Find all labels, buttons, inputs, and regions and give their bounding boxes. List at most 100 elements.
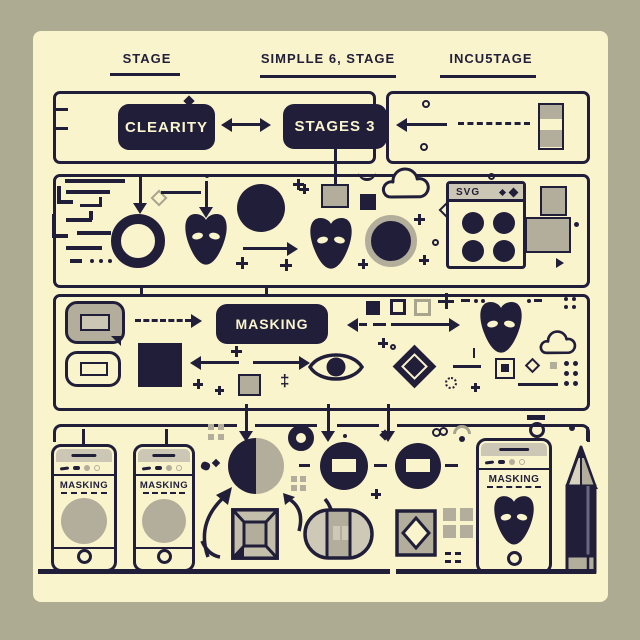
filled-circle-icon <box>237 184 285 232</box>
rail-line <box>397 424 573 427</box>
gray-rect-icon <box>540 186 567 216</box>
square-in-square-icon <box>495 358 515 379</box>
arrowhead-right-icon <box>191 314 202 328</box>
plus-icon <box>280 259 292 271</box>
decor-dot <box>481 299 485 303</box>
arrowhead-down-icon <box>321 431 335 442</box>
decor-dot <box>573 381 578 386</box>
blob-icon <box>155 466 162 470</box>
decor-tick <box>56 127 68 130</box>
node-stages-3: STAGES 3 <box>283 104 387 149</box>
triangle-icon <box>556 258 564 268</box>
decor-dash <box>445 552 451 555</box>
decor-dot <box>205 174 209 178</box>
down-arrow <box>139 177 142 203</box>
decor-tick <box>56 108 68 111</box>
node-masking: MASKING <box>216 304 328 344</box>
node-clearity: CLEARITY <box>118 104 215 150</box>
gray-dot-icon <box>208 424 214 430</box>
arrowhead-right-icon <box>260 118 271 132</box>
decor-dash <box>455 552 461 555</box>
decor-dot <box>564 297 568 301</box>
decor-line <box>66 246 102 250</box>
dot-icon <box>84 465 90 471</box>
decor-line <box>57 186 61 204</box>
decor-dash <box>455 560 461 563</box>
small-circle-icon <box>390 344 396 350</box>
plus-icon <box>378 338 388 348</box>
decor-line <box>66 218 92 222</box>
double-arrow <box>199 361 239 364</box>
decor-dot <box>569 425 575 431</box>
decor-line <box>57 200 73 204</box>
decor-tick <box>586 427 589 441</box>
crosshair-icon <box>438 293 454 309</box>
ring-icon <box>111 214 165 268</box>
camera-lens-icon <box>529 422 545 438</box>
decor-dot <box>573 361 578 366</box>
home-button-icon <box>76 549 92 564</box>
gray-rect-icon <box>525 217 571 253</box>
gray-square-outline-icon <box>414 299 431 316</box>
phone-screen <box>136 494 192 549</box>
blob-icon <box>498 460 505 464</box>
mask-icon <box>494 495 534 544</box>
header-label-incustage: INCU5TAGE <box>449 51 533 66</box>
plus-icon <box>299 184 309 194</box>
arrowhead-down-icon <box>199 207 213 218</box>
gray-tile-icon <box>443 508 456 521</box>
sparkle-icon <box>508 187 519 198</box>
down-arrow <box>205 181 208 207</box>
small-circle-icon <box>439 427 448 436</box>
diamond-plate-icon <box>395 509 437 557</box>
label-underline <box>61 492 107 494</box>
phone-screen <box>479 488 549 551</box>
sparkle-icon <box>211 458 221 468</box>
baseline <box>396 569 596 574</box>
small-circle-icon <box>422 100 430 108</box>
small-circle-icon <box>488 173 495 180</box>
decor-tick <box>473 348 475 358</box>
dot-icon <box>462 212 484 234</box>
double-arrow <box>230 123 262 126</box>
phone-hanger-line <box>165 429 168 444</box>
phone-status-row <box>136 462 192 476</box>
no-entry-icon <box>395 443 441 489</box>
decor-dot <box>564 361 569 366</box>
arrowhead-right-icon <box>287 242 298 256</box>
gray-dot-icon <box>291 485 297 491</box>
decor-dash <box>445 464 458 467</box>
gray-tile-icon <box>443 525 456 538</box>
gray-tile-icon <box>460 525 473 538</box>
decor-line <box>161 191 201 194</box>
phone-label: MASKING <box>139 480 189 491</box>
speaker-icon <box>499 448 529 451</box>
camera-bar-icon <box>527 415 545 420</box>
arrowhead-down-icon <box>239 431 253 442</box>
arrowhead-down-icon <box>133 203 147 214</box>
decor-line <box>391 323 449 326</box>
label-underline <box>487 486 541 488</box>
decor-line <box>52 214 56 238</box>
double-dagger-icon: ‡ <box>280 371 290 390</box>
connector-line <box>334 149 337 187</box>
phone-2: MASKING <box>133 444 195 572</box>
speech-bubble-icon <box>65 301 125 344</box>
plus-icon <box>471 383 480 392</box>
bubble-inner-rect <box>80 314 110 331</box>
svg-window-title: SVG <box>456 187 481 198</box>
mask-icon <box>480 302 522 353</box>
plus-icon <box>414 214 425 225</box>
down-arrow <box>245 404 248 431</box>
plus-icon <box>371 489 381 499</box>
band-masking-box <box>53 294 590 411</box>
decor-dot <box>527 299 531 303</box>
gray-dot-icon <box>550 362 557 369</box>
stacked-rect-icon <box>538 103 564 150</box>
flow-box-right <box>386 91 590 164</box>
label-underline <box>142 492 186 494</box>
mask-icon <box>185 214 227 265</box>
plus-icon <box>419 255 429 265</box>
phone-hanger-line <box>82 429 85 444</box>
decor-line <box>453 365 481 368</box>
